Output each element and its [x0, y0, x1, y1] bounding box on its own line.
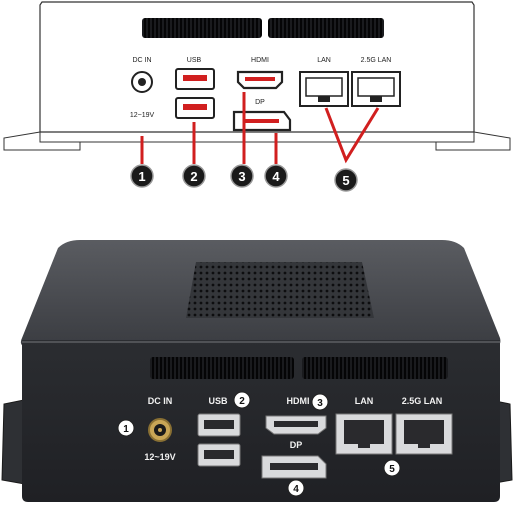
callout-2: 2	[182, 164, 206, 188]
marker-1: 1	[117, 419, 135, 437]
vent-right	[268, 18, 384, 38]
callout-lines	[140, 92, 380, 164]
callout-number-1: 1	[138, 169, 145, 184]
diagram-label-dp: DP	[255, 99, 265, 106]
marker-number-3: 3	[317, 398, 323, 409]
callout-circle-4	[264, 164, 288, 188]
usb-port-2-insert	[204, 450, 234, 459]
marker-number-5: 5	[389, 464, 395, 475]
diagram-label-lan: LAN	[317, 57, 331, 64]
marker-number-1: 1	[123, 424, 129, 435]
hdmi-tongue	[245, 77, 275, 81]
marker-5: 5	[383, 459, 401, 477]
chassis-front	[22, 340, 500, 502]
callout-4: 4	[264, 164, 288, 188]
lan-port-latch	[318, 96, 330, 102]
callout-number-4: 4	[272, 169, 280, 184]
lan-port-latch-photo	[358, 440, 370, 448]
diagram-label-usb: USB	[187, 57, 202, 64]
top-vent-grille	[186, 262, 374, 318]
front-vent-right	[302, 357, 448, 379]
photo-label-voltage: 12~19V	[144, 452, 175, 462]
photo-label-hdmi: HDMI	[287, 396, 310, 406]
photo-label-usb: USB	[208, 396, 228, 406]
hdmi-port-insert	[274, 421, 318, 427]
photo-label-dc-in: DC IN	[148, 396, 173, 406]
callout-5: 5	[334, 168, 358, 192]
marker-circle-3	[311, 393, 329, 411]
dc-jack-center-pin	[158, 428, 162, 432]
right-foot-outline	[435, 131, 511, 151]
device-photo: DC IN 12~19V USB HDMI DP LAN 2.5G LAN 1	[1, 240, 513, 502]
vent-left	[142, 18, 262, 38]
callout-number-5: 5	[342, 173, 349, 188]
marker-2: 2	[233, 391, 251, 409]
diagram-label-voltage: 12~19V	[130, 112, 155, 119]
callout-3: 3	[230, 164, 254, 188]
callout-circle-2	[182, 164, 206, 188]
callout-circle-5	[334, 168, 358, 192]
lan25-port-opening	[357, 77, 395, 97]
diagram-label-lan25: 2.5G LAN	[361, 57, 392, 64]
marker-number-2: 2	[239, 396, 245, 407]
photo-label-lan25: 2.5G LAN	[402, 396, 443, 406]
marker-circle-4	[287, 479, 305, 497]
diagram-label-dc-in: DC IN	[132, 57, 151, 64]
front-vent-left	[150, 357, 294, 379]
marker-4: 4	[287, 479, 305, 497]
callout-line-5	[324, 107, 380, 164]
callout-number-2: 2	[190, 169, 197, 184]
dp-port-insert	[270, 463, 318, 470]
photo-label-dp: DP	[290, 440, 303, 450]
callout-circle-3	[230, 164, 254, 188]
callout-number-3: 3	[238, 169, 245, 184]
lan-port-opening	[305, 77, 343, 97]
left-foot-outline	[3, 131, 81, 151]
usb-port-1-insert	[204, 420, 234, 429]
lan25-port-latch	[370, 96, 382, 102]
usb-tongue-2	[183, 104, 207, 110]
callout-1: 1	[130, 164, 154, 188]
callout-circle-1	[130, 164, 154, 188]
marker-circle-1	[117, 419, 135, 437]
photo-label-lan: LAN	[355, 396, 374, 406]
usb-tongue-1	[183, 75, 207, 81]
line-diagram: DC IN 12~19V USB HDMI DP LAN 2.5G LAN	[3, 1, 511, 192]
lan25-port-latch-photo	[418, 440, 430, 448]
dc-jack-pin	[138, 78, 146, 86]
marker-3: 3	[311, 393, 329, 411]
diagram-label-hdmi: HDMI	[251, 57, 269, 64]
dp-tongue	[243, 119, 279, 123]
marker-number-4: 4	[293, 484, 299, 495]
marker-circle-2	[233, 391, 251, 409]
marker-circle-5	[383, 459, 401, 477]
